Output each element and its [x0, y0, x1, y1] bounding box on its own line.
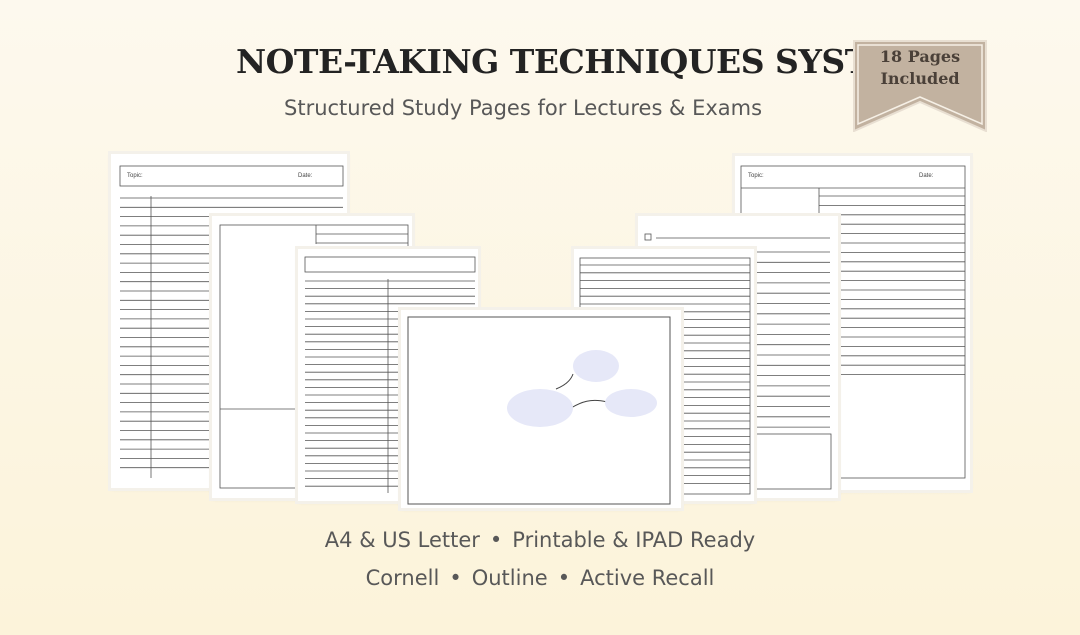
badge-ribbon-shape: [853, 40, 987, 132]
page-subtitle: Structured Study Pages for Lectures & Ex…: [284, 96, 763, 120]
footer-line-1: A4 & US Letter • Printable & IPAD Ready: [0, 528, 1080, 552]
footer-separator: •: [489, 528, 503, 552]
footer-cornell: Cornell: [365, 566, 440, 590]
header-box: [304, 256, 476, 273]
mind-map-bubble-center: [507, 389, 573, 427]
footer-printable: Printable & IPAD Ready: [512, 528, 756, 552]
badge-line-2: Included: [880, 69, 960, 88]
badge-line-1: 18 Pages: [879, 47, 961, 66]
topic-label-right: Topic:: [748, 173, 764, 179]
pages-included-badge: 18 Pages Included: [853, 40, 987, 132]
notes-box: [751, 433, 832, 490]
topic-label: Topic:: [127, 173, 143, 179]
mind-map-drawing: [407, 316, 671, 505]
checkbox: [644, 233, 652, 241]
footer-active-recall: Active Recall: [580, 566, 715, 590]
template-page-mind-map: [401, 310, 681, 508]
footer-formats: A4 & US Letter: [324, 528, 480, 552]
mind-map-bubble-right: [605, 389, 657, 417]
date-label-right: Date:: [919, 173, 934, 179]
mind-map-bubble-top: [573, 350, 619, 382]
page-title: NOTE-TAKING TECHNIQUES SYSTEM: [236, 42, 930, 81]
footer-separator-3: •: [557, 566, 571, 590]
date-label: Date:: [298, 173, 313, 179]
footer-line-2: Cornell • Outline • Active Recall: [0, 566, 1080, 590]
footer-outline: Outline: [471, 566, 548, 590]
topic-date-box: [119, 165, 344, 187]
footer-separator-2: •: [449, 566, 462, 590]
